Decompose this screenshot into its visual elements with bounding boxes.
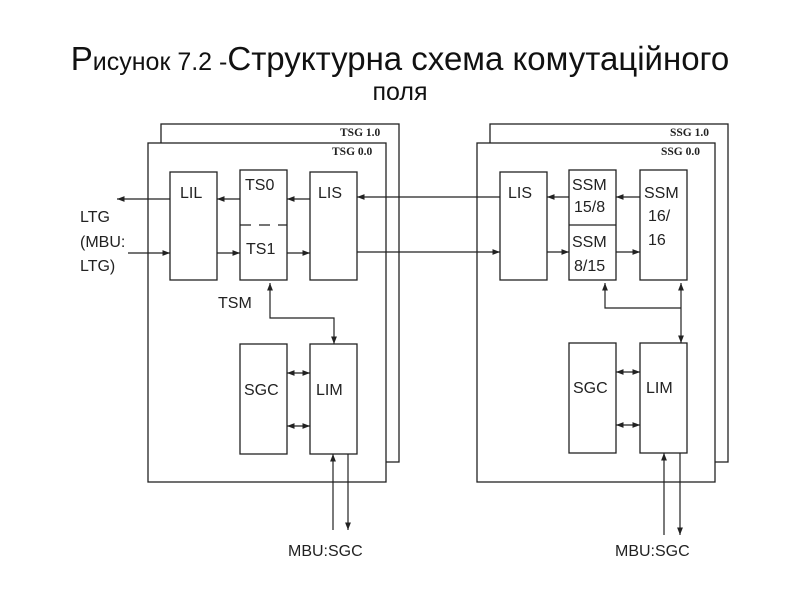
ssm-lim-link-arrow <box>602 283 681 309</box>
tsg-1-0-label: TSG 1.0 <box>340 127 381 139</box>
lim-left-label: LIM <box>316 382 343 399</box>
lim-right-block <box>639 342 688 454</box>
ltg-label-line3: LTG) <box>80 258 115 275</box>
ltg-label-line1: LTG <box>80 209 110 226</box>
ssm-c-label-line2: 16/ <box>648 208 671 225</box>
tsm-label: TSM <box>218 295 252 312</box>
ssm-c-label-line1: SSM <box>644 185 679 202</box>
ssm-a-label-line1: SSM <box>572 177 607 194</box>
lil-label: LIL <box>180 185 202 202</box>
ssm-b-label-line2: 8/15 <box>574 258 605 275</box>
figure-title-line1: Рисунок 7.2 -Структурна схема комутаційн… <box>0 40 800 78</box>
sgc-right-block <box>568 342 617 454</box>
title-main-text: Структурна схема комутаційного <box>227 40 730 77</box>
ssg-1-0-label: SSG 1.0 <box>670 127 709 139</box>
ts0-label: TS0 <box>245 177 274 194</box>
tsm-lim-link-arrow <box>267 283 337 344</box>
ssg-0-0-label: SSG 0.0 <box>661 146 700 158</box>
lis-left-block <box>309 171 358 281</box>
sgc-right-label: SGC <box>573 380 608 397</box>
lis-right-label: LIS <box>508 185 532 202</box>
ssm-c-label-line3: 16 <box>648 232 666 249</box>
lim-left-block <box>309 343 358 455</box>
lis-left-label: LIS <box>318 185 342 202</box>
ts1-label: TS1 <box>246 241 275 258</box>
title-caption: исунок 7.2 - <box>92 48 228 76</box>
mbu-sgc-left-label: MBU:SGC <box>288 543 363 560</box>
ltg-label-line2: (MBU: <box>80 234 125 251</box>
ssm-a-label-line2: 15/8 <box>574 199 605 216</box>
sgc-left-block <box>239 343 288 455</box>
mbu-sgc-right-label: MBU:SGC <box>615 543 690 560</box>
sgc-left-label: SGC <box>244 382 279 399</box>
ssm-16-16-block <box>639 169 688 281</box>
tsg-0-0-label: TSG 0.0 <box>332 146 373 158</box>
lim-right-label: LIM <box>646 380 673 397</box>
lis-right-block <box>499 171 548 281</box>
ssm-b-label-line1: SSM <box>572 234 607 251</box>
figure-title-line2: поля <box>372 78 428 106</box>
title-first-letter: Р <box>70 40 93 77</box>
lil-block <box>169 171 218 281</box>
